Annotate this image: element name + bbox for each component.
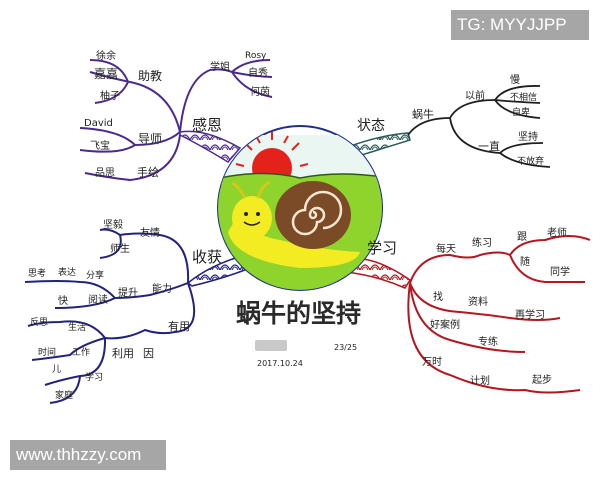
center-illustration (217, 125, 383, 291)
node-leaf: 手绘 (137, 165, 159, 179)
node-ability: 能力 (152, 282, 172, 295)
node-find: 找 (433, 290, 443, 303)
node-leaf: 老师 (547, 226, 567, 239)
node-practice: 练习 (472, 236, 492, 249)
node-leaf: 自秀 (248, 66, 268, 79)
node-leaf: 生活 (68, 321, 86, 333)
node-leaf: 何茵 (250, 85, 270, 98)
node-leaf: 专练 (478, 335, 498, 348)
labels-harvest: 收获 友情 坚毅 师生 能力 提升 思考 表达 分享 快 阅读 有用 因 利用 … (28, 218, 222, 401)
node-leaf: 师生 (110, 242, 130, 255)
node-materials: 资料 (468, 295, 488, 308)
node-leaf: 同学 (550, 265, 570, 278)
node-leaf: 嘉嘉 (94, 67, 118, 81)
node-leaf: 反思 (30, 317, 48, 328)
node-state: 状态 (357, 118, 385, 134)
snail-shell-icon (275, 181, 351, 249)
node-leaf: 起步 (532, 374, 552, 386)
node-improve: 提升 (118, 287, 138, 299)
labels-state: 状态 蜗牛 以前 慢 不相信 自卑 一直 坚持 不放弃 (357, 74, 544, 167)
node-daily: 每天 (436, 242, 456, 255)
node-before: 以前 (465, 89, 485, 102)
node-leaf: 再学习 (515, 308, 545, 321)
watermark-bottom-left: www.thhzzy.com (10, 440, 166, 470)
node-friendship: 友情 (140, 226, 160, 239)
node-leaf: 时间 (38, 346, 56, 358)
node-plan: 计划 (470, 374, 490, 387)
node-leaf: Rosy (245, 51, 267, 61)
node-leaf: 跟 (517, 231, 527, 243)
branch-study (338, 235, 591, 394)
node-leaf: 家庭 (55, 389, 73, 401)
blurred-author-name (255, 340, 287, 351)
node-leaf: 儿 (52, 364, 61, 375)
node-use: 利用 (112, 347, 134, 360)
node-leaf: 不放弃 (517, 155, 544, 167)
node-leaf: 慢 (510, 74, 520, 86)
node-harvest: 收获 (192, 248, 222, 266)
node-leaf: 阅读 (88, 293, 108, 306)
labels-study: 学习 每天 练习 跟 老师 随 同学 找 资料 再学习 好案例 专练 万时 计划… (367, 226, 570, 387)
node-study: 学习 (367, 239, 397, 257)
node-snail: 蜗牛 (412, 107, 434, 121)
node-leaf: 工作 (72, 346, 90, 358)
node-leaf: 飞宝 (90, 139, 110, 152)
node-leaf: David (84, 118, 113, 129)
page-mark: 23/25 (334, 343, 357, 352)
node-leaf: 学习 (85, 371, 103, 383)
node-always: 一直 (478, 139, 500, 153)
branch-gratitude (79, 59, 273, 182)
node-good-case: 好案例 (430, 318, 460, 331)
node-leaf: 随 (520, 255, 530, 268)
node-useful: 有用 (168, 319, 190, 333)
node-leaf: 思考 (28, 268, 46, 279)
map-title: 蜗牛的坚持 (236, 299, 361, 328)
branch-state (343, 85, 551, 168)
watermark-top-right: TG: MYYJJPP (451, 10, 589, 40)
node-leaf: 坚持 (518, 130, 538, 143)
node-mentor: 导师 (138, 132, 162, 146)
snail-head (232, 196, 272, 240)
node-leaf: 不相信 (510, 91, 537, 103)
node-leaf: 分享 (86, 269, 104, 281)
node-leaf: 自卑 (512, 106, 530, 118)
node-leaf: 坚毅 (103, 218, 123, 231)
node-leaf: 柚子 (100, 89, 120, 102)
node-leaf: 表达 (58, 266, 76, 278)
node-gratitude: 感恩 (192, 116, 222, 134)
date-label: 2017.10.24 (257, 359, 303, 368)
node-ten-thousand-hours: 万时 (422, 356, 442, 368)
node-assistant: 助教 (138, 68, 162, 83)
node-leaf: 品思 (95, 167, 115, 179)
node-senior: 学姐 (210, 60, 230, 73)
node-leaf: 快 (58, 295, 68, 307)
node-leaf: 徐余 (96, 49, 116, 62)
labels-gratitude: 感恩 助教 徐余 嘉嘉 柚子 学姐 Rosy 自秀 何茵 导师 David 飞宝… (84, 49, 270, 179)
node-because: 因 (143, 347, 154, 360)
